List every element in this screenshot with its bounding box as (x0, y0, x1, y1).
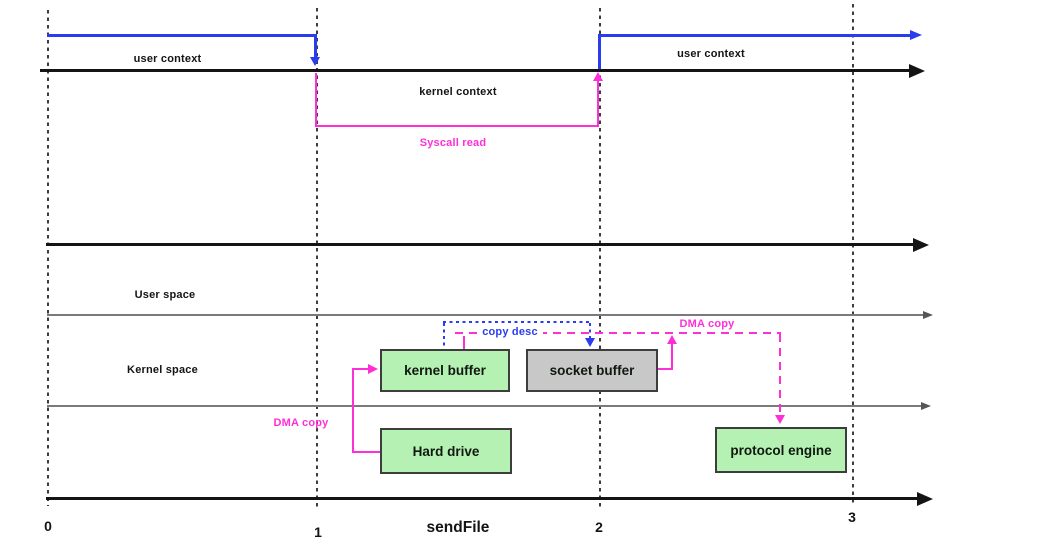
copy-desc-label: copy desc (477, 326, 543, 338)
guide-line-0 (47, 10, 49, 506)
timeline-bottom (46, 497, 919, 500)
dma-right-down-arrowhead (775, 415, 785, 424)
socket-buffer-box: socket buffer (526, 349, 658, 392)
dma-left-top-line (352, 368, 370, 370)
pink-stub-line (463, 336, 465, 349)
guide-line-3 (852, 4, 854, 505)
blue-down-arrowhead (310, 57, 320, 66)
user-space-label: User space (134, 289, 196, 301)
syscall-horizontal-line (315, 125, 599, 127)
kernel-context-label: kernel context (419, 86, 497, 98)
dma-right-dashed-vertical-line (779, 334, 781, 416)
dma-left-bottom-line (352, 451, 380, 453)
dma-copy-left-label: DMA copy (273, 417, 329, 429)
blue-user-context-line-left (47, 34, 316, 37)
socket-buffer-label: socket buffer (549, 363, 635, 378)
blue-right-arrowhead (910, 30, 922, 40)
copy-desc-dotted-up-line (443, 323, 446, 349)
blue-drop-line (314, 34, 317, 58)
guide-line-2 (599, 8, 601, 507)
timeline-middle (46, 243, 915, 246)
dma-copy-right-label: DMA copy (679, 318, 735, 330)
hard-drive-label: Hard drive (412, 443, 480, 459)
axis-tick-3: 3 (848, 509, 856, 525)
guide-line-1 (316, 8, 318, 507)
timeline-middle-arrowhead (913, 237, 929, 252)
socket-buffer-up-arrowhead (667, 335, 677, 344)
kernel-space-label: Kernel space (127, 364, 198, 376)
kernel-space-line-arrowhead (921, 402, 931, 410)
syscall-up-arrowhead (593, 72, 603, 81)
copy-desc-dotted-horizontal-line (443, 321, 591, 324)
dma-right-dashed-horizontal-line (455, 332, 781, 334)
protocol-engine-box: protocol engine (715, 427, 847, 473)
syscall-read-label: Syscall read (419, 137, 487, 149)
user-context-right-label: user context (677, 48, 745, 60)
kernel-space-line (47, 405, 922, 407)
protocol-engine-label: protocol engine (730, 442, 832, 458)
axis-tick-1: 1 (314, 524, 322, 540)
dma-left-vertical-line (352, 369, 354, 453)
kernel-buffer-box: kernel buffer (380, 349, 510, 392)
socket-buffer-up-line (671, 343, 673, 370)
blue-user-context-line-right (598, 34, 911, 37)
user-space-line (47, 314, 924, 316)
kernel-buffer-label: kernel buffer (404, 363, 486, 378)
axis-title: sendFile (426, 519, 490, 536)
axis-tick-2: 2 (595, 519, 603, 535)
timeline-bottom-arrowhead (917, 491, 933, 506)
socket-buffer-out-line (658, 368, 673, 370)
user-space-line-arrowhead (923, 311, 933, 319)
hard-drive-box: Hard drive (380, 428, 512, 474)
timeline-top (40, 69, 911, 72)
axis-tick-0: 0 (44, 518, 52, 534)
syscall-drop-line (315, 73, 317, 127)
user-context-left-label: user context (133, 53, 202, 65)
dma-left-arrowhead (368, 364, 378, 374)
syscall-return-line (597, 80, 599, 127)
timeline-top-arrowhead (909, 63, 925, 78)
copy-desc-dotted-down-line (589, 323, 592, 339)
copy-desc-down-arrowhead (585, 338, 595, 347)
blue-rise-line (598, 36, 601, 70)
